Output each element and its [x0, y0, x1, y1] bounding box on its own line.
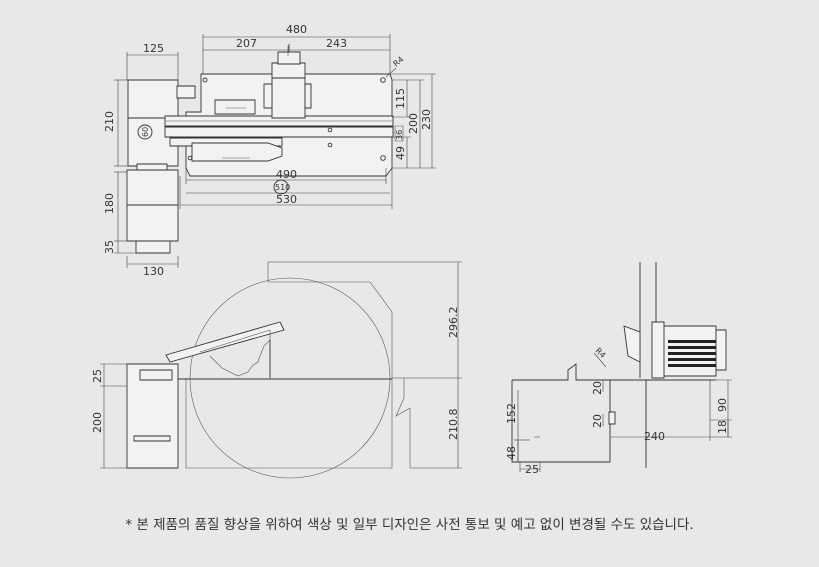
dim-49: 49 — [394, 146, 407, 160]
side-base-unit — [127, 364, 178, 468]
dim-60: 60 — [141, 127, 150, 137]
dim-530: 530 — [276, 193, 297, 206]
dim-r4-top: R4 — [392, 55, 406, 69]
dim-35: 35 — [103, 240, 116, 254]
dim-r4-front: R4 — [594, 346, 608, 360]
dim-200-top: 200 — [407, 113, 420, 134]
top-view: 125 480 207 243 R4 210 115 200 230 60 36… — [103, 23, 436, 278]
side-view: 25 200 296.2 210.8 — [91, 262, 462, 478]
dim-25-front: 25 — [525, 463, 539, 476]
dim-25-side: 25 — [91, 369, 104, 383]
front-view: R4 20 20 152 48 25 240 90 18 — [505, 262, 732, 476]
dim-48: 48 — [505, 446, 518, 460]
dim-207: 207 — [236, 37, 257, 50]
dim-36: 36 — [395, 130, 404, 140]
dim-130: 130 — [143, 265, 164, 278]
dim-240: 240 — [644, 430, 665, 443]
dim-243: 243 — [326, 37, 347, 50]
dim-480: 480 — [286, 23, 307, 36]
dim-490: 490 — [276, 168, 297, 181]
dim-20-b: 20 — [591, 414, 604, 428]
dim-125: 125 — [143, 42, 164, 55]
dim-152: 152 — [505, 403, 518, 424]
blade-circle — [190, 278, 390, 478]
top-camera-block — [272, 63, 305, 118]
dim-510: 510 — [275, 183, 290, 192]
dim-115: 115 — [394, 88, 407, 109]
dim-230: 230 — [420, 109, 433, 130]
dim-200-side: 200 — [91, 412, 104, 433]
dim-18: 18 — [716, 420, 729, 434]
top-lower-body — [127, 170, 178, 241]
dim-180: 180 — [103, 193, 116, 214]
dim-296: 296.2 — [447, 307, 460, 339]
side-arm — [166, 322, 284, 362]
dim-90: 90 — [716, 398, 729, 412]
dim-210: 210 — [103, 111, 116, 132]
dim-210-8: 210.8 — [447, 409, 460, 441]
disclaimer-footnote: * 본 제품의 품질 향상을 위하여 색상 및 일부 디자인은 사전 통보 및 … — [125, 517, 694, 533]
front-motor-body — [660, 326, 716, 376]
dim-20-a: 20 — [591, 381, 604, 395]
